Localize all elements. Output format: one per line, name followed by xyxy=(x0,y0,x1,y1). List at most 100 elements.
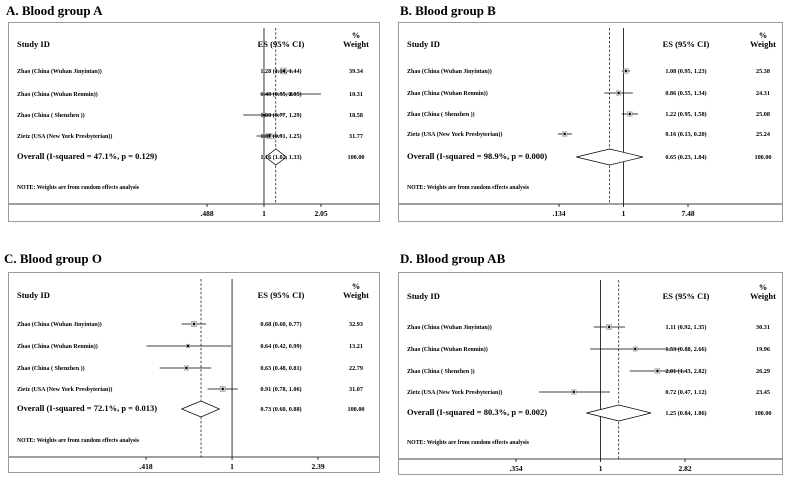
x-tick-label: 1 xyxy=(230,462,234,471)
weight-value: 25.38 xyxy=(756,68,770,75)
weight-value: 31.07 xyxy=(349,386,363,393)
study-label: Zhao (China ( Shenzhen )) xyxy=(407,368,475,375)
overall-es-ci-value: 0.73 (0.60, 0.88) xyxy=(260,406,301,413)
weight-value: 25.08 xyxy=(756,111,770,118)
overall-weight-value: 100.00 xyxy=(347,154,364,161)
weight-value: 32.93 xyxy=(349,321,363,328)
overall-es-ci-value: 1.16 (1.02, 1.33) xyxy=(260,154,301,161)
point-estimate xyxy=(563,132,566,136)
header-percent: % xyxy=(759,30,768,40)
weight-value: 39.34 xyxy=(349,68,363,75)
weight-value: 25.24 xyxy=(756,131,770,138)
es-ci-value: 2.01 (1.43, 2.82) xyxy=(665,368,706,375)
point-estimate xyxy=(221,387,224,391)
x-tick-label: 7.48 xyxy=(681,209,694,218)
overall-weight-value: 100.00 xyxy=(347,406,364,413)
overall-label: Overall (I-squared = 47.1%, p = 0.129) xyxy=(17,151,157,161)
es-ci-value: 1.11 (0.92, 1.35) xyxy=(666,324,707,331)
header-weight: Weight xyxy=(343,39,369,49)
weight-value: 10.31 xyxy=(349,91,363,98)
point-estimate xyxy=(628,112,632,116)
weight-value: 13.21 xyxy=(349,343,363,350)
es-ci-value: 0.72 (0.47, 1.12) xyxy=(665,389,706,396)
overall-label: Overall (I-squared = 98.9%, p = 0.000) xyxy=(407,151,547,161)
x-tick-label: .354 xyxy=(509,464,522,473)
weight-value: 31.77 xyxy=(349,133,363,140)
point-estimate xyxy=(607,325,611,329)
es-ci-value: 1.28 (1.14, 1.44) xyxy=(260,68,301,75)
weight-value: 22.79 xyxy=(349,365,363,372)
overall-diamond xyxy=(264,148,288,166)
es-ci-value: 0.63 (0.48, 0.81) xyxy=(260,365,301,372)
overall-diamond xyxy=(586,404,652,422)
header-percent: % xyxy=(352,281,361,291)
overall-weight-value: 100.00 xyxy=(754,410,771,417)
header-weight: Weight xyxy=(750,39,776,49)
study-label: Zhao (China (Wuhan Jinyintan)) xyxy=(407,324,492,331)
overall-es-ci-value: 0.65 (0.23, 1.84) xyxy=(665,154,706,161)
study-label: Zietz (USA (New York Presbyterian)) xyxy=(407,131,502,138)
weight-value: 18.58 xyxy=(349,112,363,119)
header-study-id: Study ID xyxy=(407,39,440,49)
header-study-id: Study ID xyxy=(407,291,440,301)
x-tick-label: .418 xyxy=(139,462,152,471)
x-tick-label: 1 xyxy=(599,464,603,473)
es-ci-value: 0.64 (0.42, 0.99) xyxy=(260,343,301,350)
overall-label: Overall (I-squared = 80.3%, p = 0.002) xyxy=(407,407,547,417)
weights-note: NOTE: Weights are from random effects an… xyxy=(17,185,140,191)
es-ci-value: 1.40 (0.95, 2.05) xyxy=(260,91,301,98)
point-estimate xyxy=(624,69,628,73)
study-label: Zhao (China ( Shenzhen )) xyxy=(17,365,85,372)
study-label: Zhao (China (Wuhan Jinyintan)) xyxy=(17,68,102,75)
x-tick-label: 1 xyxy=(622,209,626,218)
point-estimate xyxy=(572,390,576,394)
weight-value: 26.29 xyxy=(756,368,770,375)
study-label: Zhao (China ( Shenzhen )) xyxy=(17,112,85,119)
header-es: ES (95% CI) xyxy=(258,39,305,49)
panel-title-a: A. Blood group A xyxy=(6,3,103,18)
x-tick-label: 2.39 xyxy=(311,462,324,471)
weight-value: 19.96 xyxy=(756,346,770,353)
point-estimate xyxy=(262,113,266,117)
x-tick-label: 2.82 xyxy=(678,464,691,473)
overall-diamond xyxy=(576,148,644,166)
es-ci-value: 1.53 (0.88, 2.66) xyxy=(665,346,706,353)
point-estimate xyxy=(282,69,285,73)
es-ci-value: 1.08 (0.95, 1.23) xyxy=(665,68,706,75)
study-label: Zhao (China (Wuhan Jinyintan)) xyxy=(407,68,492,75)
point-estimate xyxy=(268,134,271,138)
x-tick-label: .488 xyxy=(200,209,213,218)
weights-note: NOTE: Weights are from random effects an… xyxy=(17,438,140,444)
weights-note: NOTE: Weights are from random effects an… xyxy=(407,440,530,446)
x-tick-label: .134 xyxy=(552,209,565,218)
point-estimate xyxy=(192,322,196,326)
study-label: Zhao (China (Wuhan Jinyintan)) xyxy=(17,321,102,328)
study-label: Zhao (China ( Shenzhen )) xyxy=(407,111,475,118)
header-weight: Weight xyxy=(343,290,369,300)
x-tick-label: 1 xyxy=(262,209,266,218)
point-estimate xyxy=(634,347,637,351)
overall-weight-value: 100.00 xyxy=(754,154,771,161)
header-study-id: Study ID xyxy=(17,39,50,49)
study-label: Zietz (USA (New York Presbyterian)) xyxy=(407,389,502,396)
study-label: Zietz (USA (New York Presbyterian)) xyxy=(17,133,112,140)
header-es: ES (95% CI) xyxy=(663,291,710,301)
es-ci-value: 0.68 (0.60, 0.77) xyxy=(260,321,301,328)
es-ci-value: 1.22 (0.95, 1.58) xyxy=(665,111,706,118)
panel-title-d: D. Blood group AB xyxy=(400,251,506,266)
overall-diamond xyxy=(180,400,221,418)
study-label: Zhao (China (Wuhan Renmin)) xyxy=(17,343,98,350)
panel-title-b: B. Blood group B xyxy=(400,3,496,18)
header-study-id: Study ID xyxy=(17,290,50,300)
panel-title-c: C. Blood group O xyxy=(4,251,103,266)
point-estimate xyxy=(186,344,190,348)
study-label: Zietz (USA (New York Presbyterian)) xyxy=(17,386,112,393)
es-ci-value: 1.07 (0.91, 1.25) xyxy=(260,133,301,140)
